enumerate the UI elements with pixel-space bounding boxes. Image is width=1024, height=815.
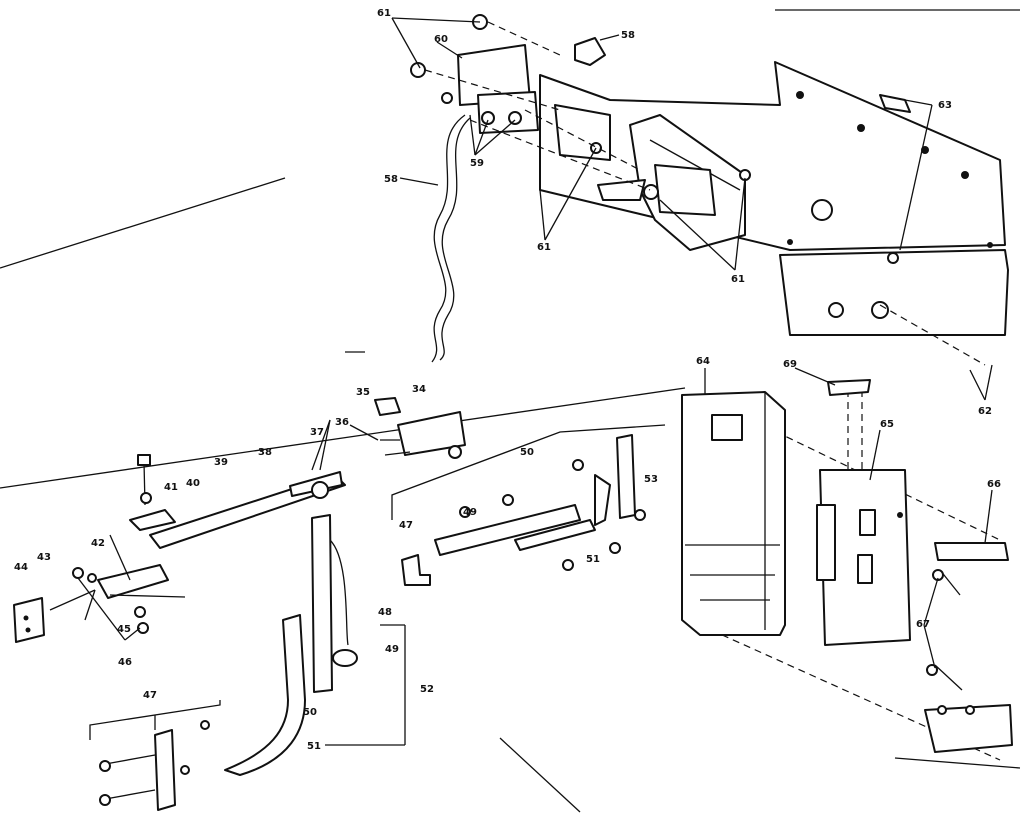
wall-bracket — [924, 542, 1013, 753]
callout-59: 59 — [470, 158, 484, 169]
small-hinge-bracket — [72, 564, 186, 634]
callout-50-lower: 50 — [303, 707, 317, 718]
callout-62: 62 — [978, 406, 992, 417]
leader-lines — [49, 17, 993, 746]
wire-harness — [431, 114, 471, 363]
callout-38: 38 — [258, 447, 272, 458]
mid-arm-group — [391, 424, 666, 586]
callout-44: 44 — [14, 562, 28, 573]
trolley-assembly — [374, 397, 466, 459]
callout-58-left: 58 — [384, 174, 398, 185]
callout-43: 43 — [37, 552, 51, 563]
callout-67: 67 — [916, 619, 930, 630]
callout-42: 42 — [91, 538, 105, 549]
callout-34: 34 — [412, 384, 426, 395]
callout-66: 66 — [987, 479, 1001, 490]
callout-50-mid: 50 — [520, 447, 534, 458]
callout-58-top: 58 — [621, 30, 635, 41]
callout-51-lower: 51 — [307, 741, 321, 752]
callout-64: 64 — [696, 356, 710, 367]
callout-49-lower: 49 — [385, 644, 399, 655]
callout-41: 41 — [164, 482, 178, 493]
callout-47-lower: 47 — [143, 690, 157, 701]
dashed-assembly-lines — [424, 21, 1001, 761]
callout-39: 39 — [214, 457, 228, 468]
callout-40: 40 — [186, 478, 200, 489]
lower-angle-bracket — [89, 700, 221, 811]
callout-48: 48 — [378, 607, 392, 618]
callout-49-mid: 49 — [463, 507, 477, 518]
curved-arm — [224, 614, 306, 776]
callout-65: 65 — [880, 419, 894, 430]
bolt-bracket — [129, 454, 176, 531]
door-arm-rail — [149, 471, 346, 549]
switch-bracket — [410, 14, 606, 154]
guide-lines — [0, 9, 1021, 813]
callout-labels: 34 35 36 37 38 39 40 41 42 43 44 45 46 4… — [14, 8, 1001, 752]
end-bracket — [13, 597, 45, 643]
top-clip — [827, 379, 871, 396]
callout-63: 63 — [938, 100, 952, 111]
callout-51-mid: 51 — [586, 554, 600, 565]
callout-46: 46 — [118, 657, 132, 668]
callout-53: 53 — [644, 474, 658, 485]
callout-52: 52 — [420, 684, 434, 695]
cover — [681, 391, 786, 636]
callout-36: 36 — [335, 417, 349, 428]
straight-arm — [311, 514, 358, 693]
callout-60: 60 — [434, 34, 448, 45]
callout-35: 35 — [356, 387, 370, 398]
callout-69: 69 — [783, 359, 797, 370]
chassis-bracket — [539, 61, 1009, 336]
mounting-plate — [816, 469, 911, 646]
callout-45: 45 — [117, 624, 131, 635]
callout-61-right: 61 — [731, 274, 745, 285]
callout-37: 37 — [310, 427, 324, 438]
callout-61-mid: 61 — [537, 242, 551, 253]
callout-47-mid: 47 — [399, 520, 413, 531]
callout-61-top: 61 — [377, 8, 391, 19]
